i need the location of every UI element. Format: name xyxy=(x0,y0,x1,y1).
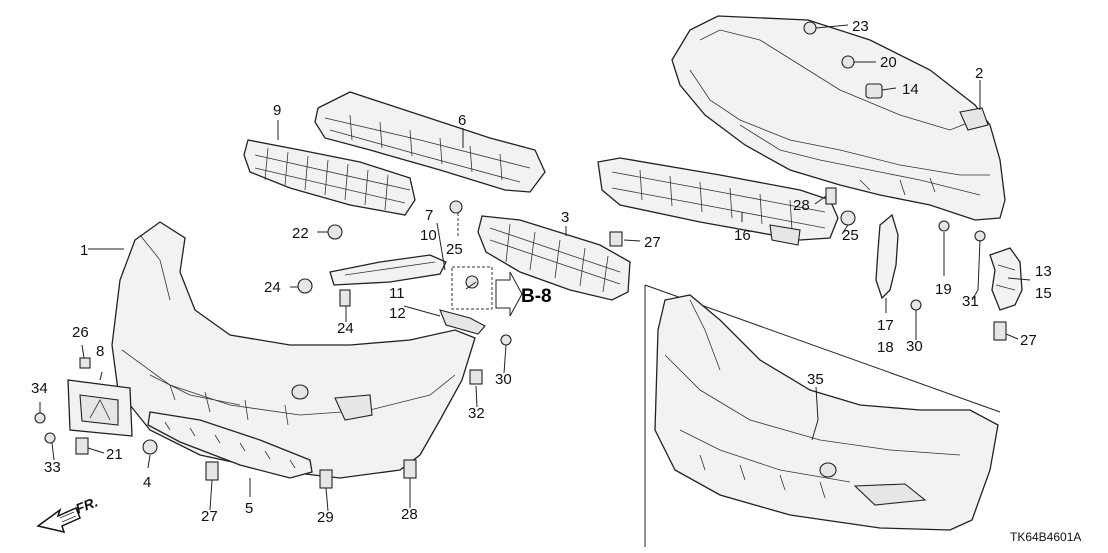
callout-11: 11 xyxy=(389,285,405,302)
upper-grille-part xyxy=(243,139,416,216)
callout-30a: 30 xyxy=(495,371,512,388)
callout-8: 8 xyxy=(96,343,104,360)
rear-bumper-part xyxy=(671,15,1006,221)
callout-3: 3 xyxy=(561,209,569,226)
front-direction-label: FR. xyxy=(73,493,100,516)
lower-spoiler-part xyxy=(147,411,313,479)
side-bracket-part xyxy=(329,254,447,286)
small-bracket-part xyxy=(439,309,486,335)
callout-28a: 28 xyxy=(793,197,810,214)
callout-25a: 25 xyxy=(446,241,463,258)
lower-grille-part xyxy=(477,215,631,301)
callout-15: 15 xyxy=(1035,285,1052,302)
front-direction-indicator: FR. xyxy=(36,493,100,534)
callout-17: 17 xyxy=(877,317,894,334)
callout-30b: 30 xyxy=(906,338,923,355)
reference-b8: B-8 xyxy=(451,266,552,317)
callout-32: 32 xyxy=(468,405,485,422)
callout-27c: 27 xyxy=(201,508,218,525)
callout-22: 22 xyxy=(292,225,309,242)
callout-19: 19 xyxy=(935,281,952,298)
callout-20: 20 xyxy=(880,54,897,71)
callout-31: 31 xyxy=(962,293,979,310)
callout-23: 23 xyxy=(852,18,869,35)
rear-absorber-part xyxy=(597,157,839,246)
reference-label: B-8 xyxy=(521,286,552,307)
front-beam-part xyxy=(314,91,546,193)
rear-side-bracket-part xyxy=(989,247,1023,311)
callout-29: 29 xyxy=(317,509,334,526)
callout-25b: 25 xyxy=(842,227,859,244)
callout-35: 35 xyxy=(807,371,824,388)
callout-27b: 27 xyxy=(1020,332,1037,349)
callout-7: 7 xyxy=(425,207,433,224)
callout-33: 33 xyxy=(44,459,61,476)
front-arrow-icon xyxy=(36,506,81,534)
callout-24b: 24 xyxy=(337,320,354,337)
callout-1: 1 xyxy=(80,242,88,259)
callout-4: 4 xyxy=(143,474,151,491)
callout-14: 14 xyxy=(902,81,919,98)
callout-21: 21 xyxy=(106,446,123,463)
callout-28b: 28 xyxy=(401,506,418,523)
diagram-code: TK64B4601A xyxy=(1010,530,1081,544)
callout-13: 13 xyxy=(1035,263,1052,280)
callout-labels: 1 2 3 4 5 6 7 8 9 10 11 12 13 14 15 16 1… xyxy=(31,18,1052,526)
license-bracket-part xyxy=(67,379,133,437)
callout-27a: 27 xyxy=(644,234,661,251)
leader-lines xyxy=(39,24,1031,512)
callout-26: 26 xyxy=(72,324,89,341)
callout-2: 2 xyxy=(975,65,983,82)
callout-5: 5 xyxy=(245,500,253,517)
inset-bumper-part xyxy=(654,294,999,531)
callout-18: 18 xyxy=(877,339,894,356)
side-spacer-part xyxy=(875,213,899,300)
callout-16: 16 xyxy=(734,227,751,244)
callout-6: 6 xyxy=(458,112,466,129)
callout-24a: 24 xyxy=(264,279,281,296)
callout-9: 9 xyxy=(273,102,281,119)
callout-12: 12 xyxy=(389,305,406,322)
callout-34: 34 xyxy=(31,380,48,397)
front-bumper-part xyxy=(111,221,476,479)
callout-10: 10 xyxy=(420,227,437,244)
